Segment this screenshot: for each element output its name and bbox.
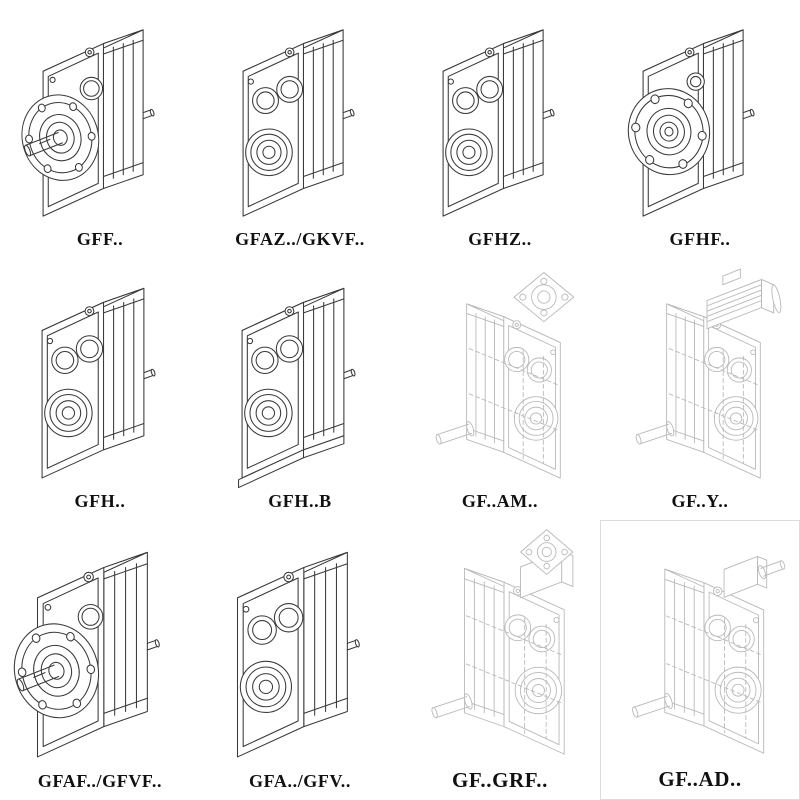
model-label-gff: GFF.. (76, 229, 124, 250)
gearbox-drawing-gfgrf (402, 524, 598, 767)
model-cell-gfhb: GFH..B (200, 258, 400, 520)
gearbox-drawing-gfam (402, 262, 598, 490)
gearbox-drawing-gfhf (602, 4, 798, 228)
gearbox-drawing-gfhb (202, 262, 398, 490)
model-cell-gfgrf: GF..GRF.. (400, 520, 600, 800)
gearbox-drawing-gfh (2, 262, 198, 490)
model-cell-gfafgfvf: GFAF../GFVF.. (0, 520, 200, 800)
model-label-gfgrf: GF..GRF.. (451, 767, 549, 792)
gearbox-drawing-gfad (603, 525, 797, 766)
gearbox-drawing-gfafgfvf (2, 524, 198, 770)
gearbox-drawing-gfy (602, 262, 798, 490)
model-label-gfam: GF..AM.. (461, 491, 539, 512)
model-cell-gfazgkvf: GFAZ../GKVF.. (200, 0, 400, 258)
model-cell-gfad: GF..AD.. (600, 520, 800, 800)
model-label-gfafgfvf: GFAF../GFVF.. (37, 771, 163, 792)
gearbox-drawing-gff (2, 4, 198, 228)
model-label-gfad: GF..AD.. (658, 766, 742, 791)
model-cell-gfhf: GFHF.. (600, 0, 800, 258)
model-label-gfagfv: GFA../GFV.. (249, 771, 351, 792)
model-label-gfhb: GFH..B (268, 491, 332, 512)
model-cell-gfagfv: GFA../GFV.. (200, 520, 400, 800)
model-cell-gff: GFF.. (0, 0, 200, 258)
model-label-gfy: GF..Y.. (671, 491, 729, 512)
model-cell-gfhz: GFHZ.. (400, 0, 600, 258)
model-label-gfhz: GFHZ.. (468, 229, 532, 250)
gearbox-drawing-gfazgkvf (202, 4, 398, 228)
model-label-gfhf: GFHF.. (669, 229, 731, 250)
model-label-gfazgkvf: GFAZ../GKVF.. (235, 229, 365, 250)
model-cell-gfy: GF..Y.. (600, 258, 800, 520)
gearbox-drawing-gfagfv (202, 524, 398, 770)
model-cell-gfam: GF..AM.. (400, 258, 600, 520)
model-label-gfh: GFH.. (74, 491, 126, 512)
model-cell-gfh: GFH.. (0, 258, 200, 520)
gearbox-drawing-gfhz (402, 4, 598, 228)
